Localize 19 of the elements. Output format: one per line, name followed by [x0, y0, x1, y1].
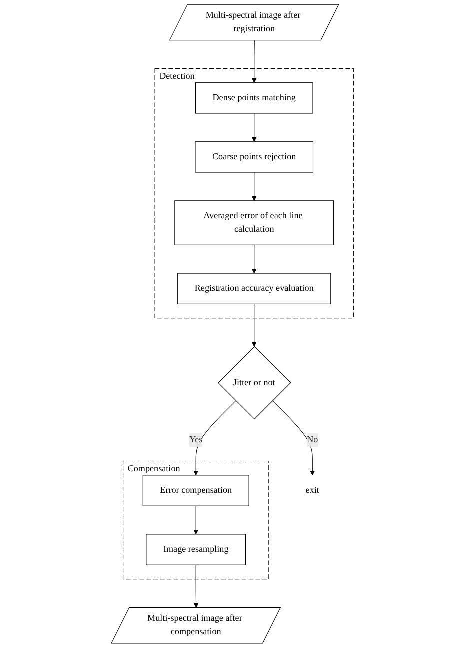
arrow	[194, 400, 236, 476]
arrow	[252, 40, 257, 84]
arrow	[194, 506, 198, 535]
arrow	[252, 172, 257, 202]
arrow	[252, 244, 257, 274]
node-box: Averaged error of each line calculation	[174, 200, 334, 246]
node-diamond: Jitter or not	[218, 346, 292, 420]
arrow	[252, 304, 257, 347]
node-box: Coarse points rejection	[195, 142, 314, 173]
node-box: Registration accuracy evaluation	[177, 273, 332, 304]
node-box: Dense points matching	[195, 82, 314, 114]
node-box: Error compensation	[142, 475, 250, 506]
node-text: exit	[306, 486, 320, 496]
node-box: Image resampling	[146, 534, 246, 566]
edge-label: Yes	[189, 435, 203, 445]
arrow	[272, 400, 315, 476]
arrow	[252, 113, 257, 142]
arrow	[194, 564, 199, 608]
edge-label: No	[306, 435, 318, 445]
